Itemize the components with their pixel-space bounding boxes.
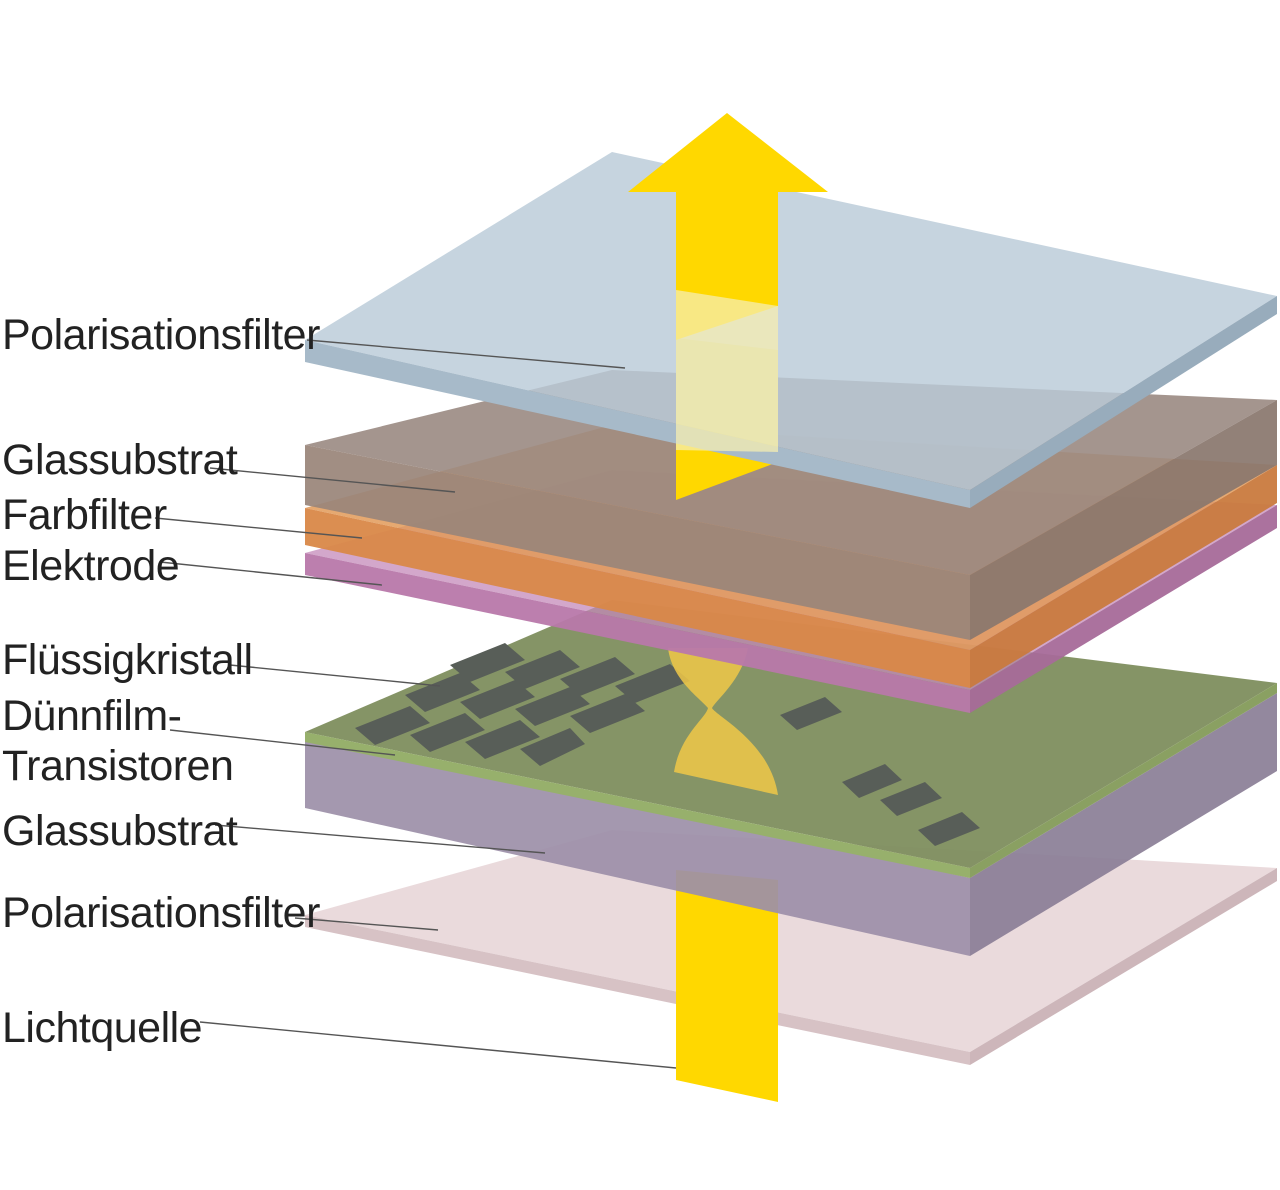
leader-lines [154, 339, 677, 1069]
label-lichtquelle: Lichtquelle [2, 1004, 202, 1052]
label-polarisationsfilter-top: Polarisationsfilter [2, 311, 320, 359]
label-glassubstrat-top: Glassubstrat [2, 436, 238, 484]
label-duennfilm-line1: Dünnfilm- [2, 692, 182, 740]
thin-film-transistors [355, 643, 980, 846]
label-elektrode: Elektrode [2, 542, 179, 590]
label-duennfilm-line2: Transistoren [2, 742, 233, 790]
light-beam-bottom [676, 870, 778, 1102]
light-arrow-up [628, 113, 828, 452]
glass-substrate-top [305, 370, 1277, 640]
label-glassubstrat-bottom: Glassubstrat [2, 807, 238, 855]
glass-substrate-bottom [305, 693, 1277, 956]
polarizer-top [305, 152, 1277, 508]
light-liquid-crystal [668, 648, 778, 795]
label-polarisationsfilter-bottom: Polarisationsfilter [2, 889, 320, 937]
label-fluessigkristall: Flüssigkristall [2, 636, 253, 684]
label-farbfilter: Farbfilter [2, 491, 167, 539]
